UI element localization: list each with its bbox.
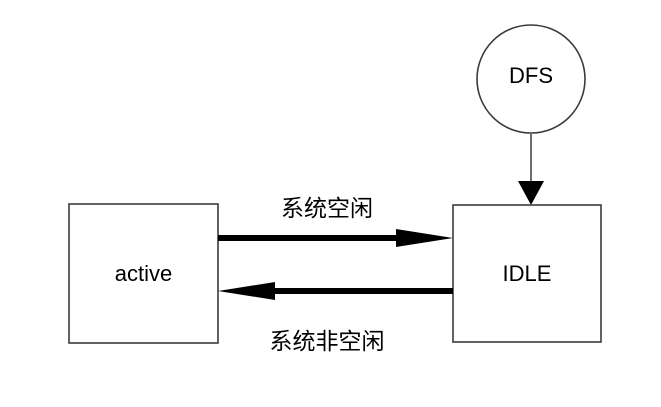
active-node-label: active — [115, 261, 172, 286]
node-idle[interactable]: IDLE — [452, 204, 602, 343]
idle-box-shape — [452, 204, 602, 343]
idle-node-label: IDLE — [503, 261, 552, 286]
node-dfs[interactable]: DFS — [476, 24, 586, 134]
active-to-idle-label: 系统空闲 — [281, 195, 373, 221]
dfs-node-label: DFS — [509, 63, 553, 88]
edge-active-to-idle[interactable]: 系统空闲 — [218, 195, 453, 247]
edge-idle-to-active[interactable]: 系统非空闲 — [218, 282, 453, 354]
node-active[interactable]: active — [68, 203, 219, 344]
active-box-shape — [68, 203, 219, 344]
active-to-idle-arrowhead-icon — [396, 229, 453, 247]
edge-dfs-to-idle[interactable] — [518, 133, 544, 205]
dfs-to-idle-arrowhead-icon — [518, 181, 544, 205]
idle-to-active-arrowhead-icon — [218, 282, 275, 300]
idle-to-active-label: 系统非空闲 — [270, 328, 385, 354]
